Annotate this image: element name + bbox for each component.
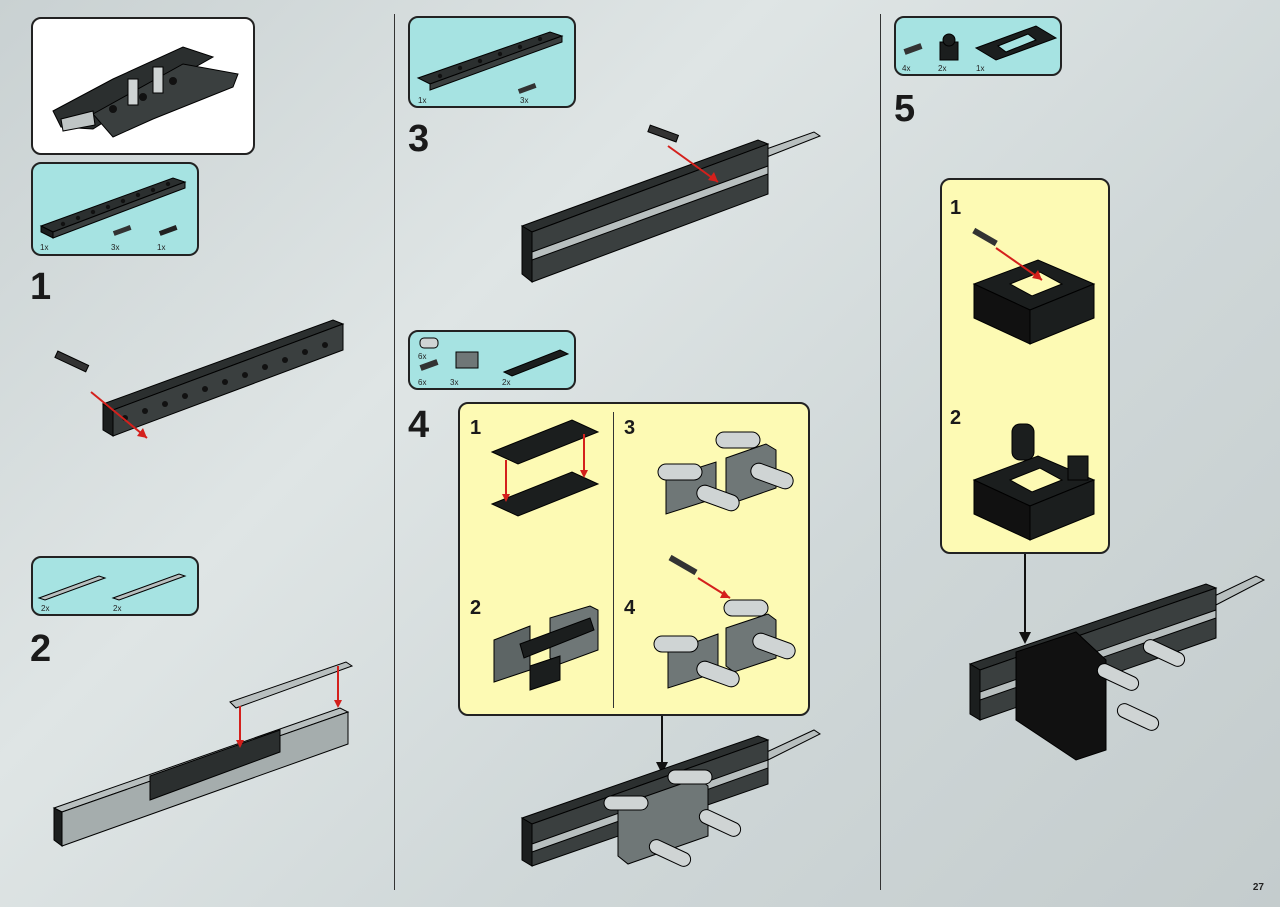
technic-pin-icon [517,83,537,94]
step-5-assembly-image [968,575,1266,761]
technic-beam-16-icon [416,31,564,94]
hinge-brick-icon [939,33,959,61]
substep-3-image [657,431,794,515]
insert-arrow [90,391,148,439]
step-2-parts-box: 2x 2x [31,556,199,616]
part-qty: 2x [502,378,511,387]
step-3-parts-box: 1x 3x [408,16,576,108]
substep-number: 2 [470,597,482,619]
step-1-assembly-image [54,319,345,439]
technic-beam-16-icon [39,177,187,239]
substep-1-image [972,227,1096,345]
callout-connector-arrow [656,716,668,774]
substep-number: 4 [624,597,636,619]
plate-1x8-icon [37,573,187,601]
part-qty: 6x [418,352,427,361]
part-qty: 1x [418,96,427,105]
round-brick-icon [419,337,570,377]
step-2-assembly-image [52,661,354,847]
step-1-parts-box: 1x 3x 1x [31,162,199,256]
technic-pin-icon [112,225,132,236]
page-number: 27 [1252,882,1264,893]
part-qty: 1x [157,243,166,252]
substep-number: 3 [624,417,636,439]
part-qty: 2x [938,64,947,73]
step-3-assembly-image [520,124,822,284]
step-number: 2 [30,628,52,670]
insert-arrow [667,145,719,183]
substep-divider [613,412,614,708]
overview-preview-box [31,17,255,155]
substep-2-image [972,423,1096,541]
part-qty: 3x [520,96,529,105]
substep-number: 2 [950,407,962,429]
step-5-parts-box: 4x 2x 1x [894,16,1062,76]
substep-number: 1 [950,197,962,219]
part-qty: 2x [113,604,122,613]
part-qty: 3x [111,243,120,252]
part-qty: 1x [976,64,985,73]
column-divider-right [880,14,881,890]
step-4-assembly-image [520,729,821,867]
part-qty: 4x [902,64,911,73]
part-qty: 3x [450,378,459,387]
step-number: 3 [408,118,430,160]
substep-number: 1 [470,417,482,439]
substep-4-image [653,554,796,689]
part-qty: 2x [41,604,50,613]
substep-2-image [493,605,599,691]
technic-frame-icon [903,25,1058,61]
overview-model-image [52,46,239,138]
technic-axle-pin-icon [158,225,178,236]
callout-connector-arrow [1019,554,1031,644]
column-divider-left [394,14,395,890]
step-4-parts-box: 6x 6x 3x 2x [408,330,576,390]
part-qty: 6x [418,378,427,387]
step-number: 4 [408,404,430,446]
step-number: 1 [30,266,52,308]
step-4-substeps-callout: 1 2 3 4 [458,402,810,716]
part-qty: 1x [40,243,49,252]
step-5-substeps-callout: 1 2 [940,178,1110,554]
step-number: 5 [894,88,916,130]
substep-1-image [490,419,600,517]
